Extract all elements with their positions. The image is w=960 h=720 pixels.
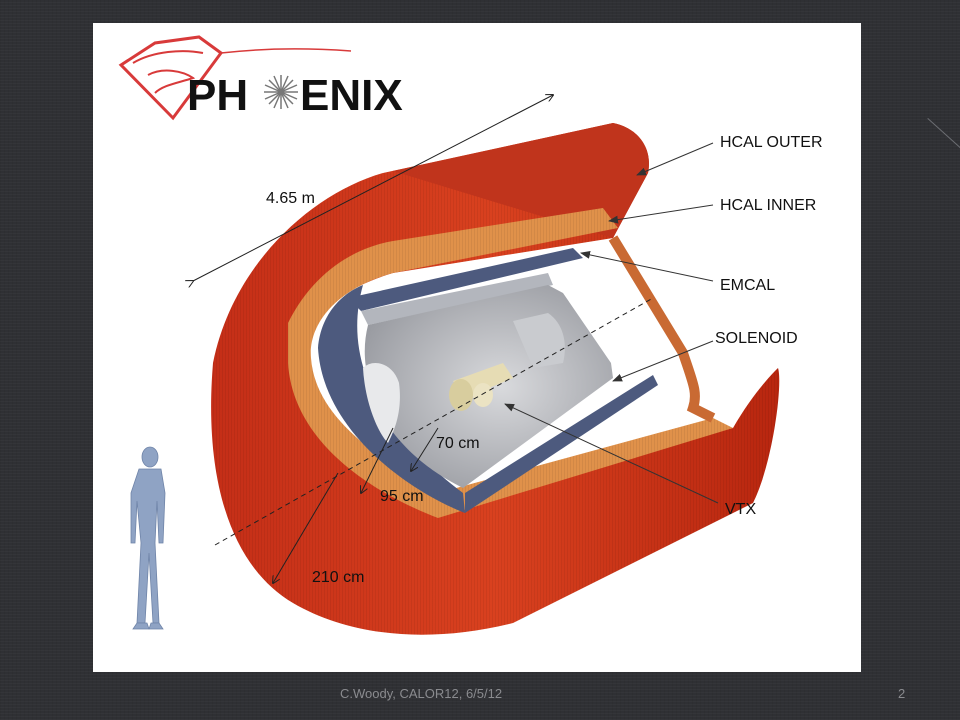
label-emcal: EMCAL [720, 277, 775, 294]
label-hcal-outer: HCAL OUTER [720, 134, 823, 151]
beam-axis-line [214, 297, 654, 546]
callout-hcal-inner: HCAL INNER [608, 197, 816, 224]
footer-citation: C.Woody, CALOR12, 6/5/12 [340, 686, 503, 701]
label-solenoid: SOLENOID [715, 330, 798, 347]
radius-70-dimension: 70 cm [411, 427, 480, 471]
callout-vtx: VTX [504, 403, 756, 518]
callout-solenoid: SOLENOID [612, 330, 798, 382]
logo-text-right: ENIX [300, 71, 403, 120]
page-number: 2 [898, 686, 906, 701]
radius-95-label: 95 cm [380, 488, 424, 505]
human-figure-icon [130, 446, 166, 630]
superman-shield-icon [118, 35, 352, 121]
radius-70-label: 70 cm [436, 435, 480, 452]
label-vtx: VTX [725, 501, 756, 518]
label-hcal-inner: HCAL INNER [720, 197, 816, 214]
length-dimension: 4.65 m [193, 95, 553, 281]
vtx-layer [449, 363, 513, 411]
radius-210-label: 210 cm [312, 569, 364, 586]
logo-text-left: PH [187, 71, 248, 120]
callout-emcal: EMCAL [580, 250, 775, 294]
starburst-icon [264, 75, 298, 109]
radius-210-dimension: 210 cm [273, 472, 364, 586]
phenix-logo: PH ENIX [118, 35, 403, 121]
slide-panel: PH ENIX [93, 23, 861, 672]
radius-95-dimension: 95 cm [361, 427, 424, 505]
length-label: 4.65 m [266, 190, 315, 207]
slide-decoration-line [927, 118, 960, 150]
detector-diagram: PH ENIX [118, 35, 823, 635]
callout-hcal-outer: HCAL OUTER [636, 134, 823, 176]
